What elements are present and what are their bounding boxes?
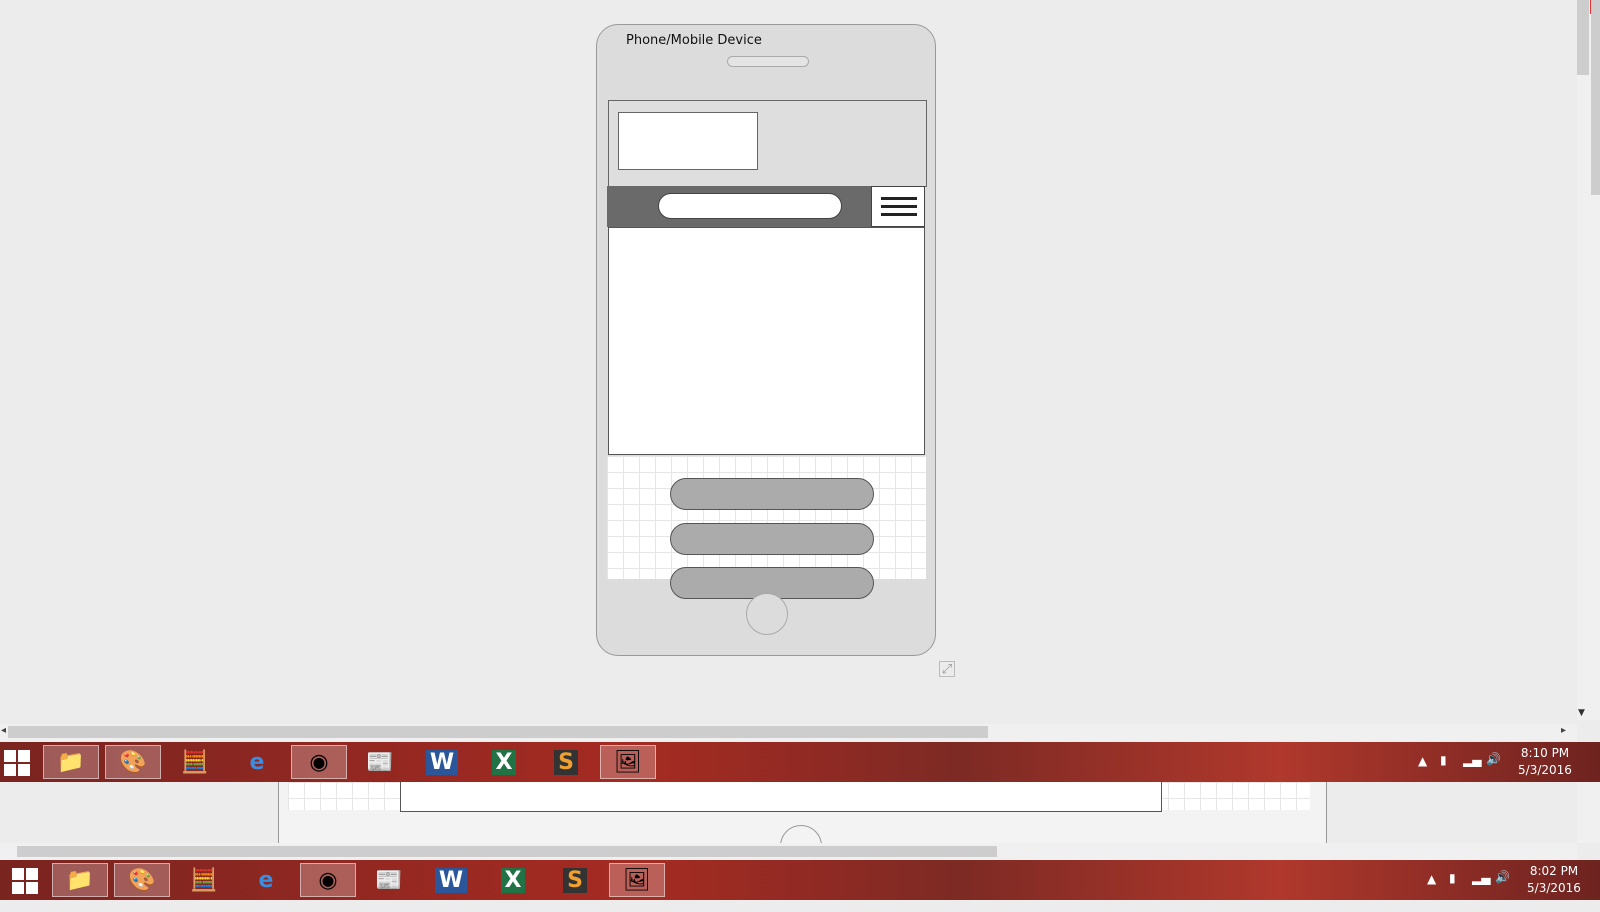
scroll-left-arrow-icon[interactable]: ◂	[1, 725, 7, 736]
taskbar-clock[interactable]: 8:02 PM 5/3/2016	[1524, 863, 1584, 897]
photo-viewer-icon[interactable]: 🖼	[609, 863, 665, 897]
signal-icon[interactable]: ▂▄	[1472, 871, 1491, 885]
background-content-box	[400, 782, 1162, 812]
excel-icon[interactable]: X	[485, 863, 541, 897]
phone-home-button	[746, 593, 788, 635]
calculator-icon[interactable]: 🧮	[181, 749, 209, 775]
volume-icon[interactable]: 🔊	[1495, 870, 1510, 884]
windows-start-icon[interactable]	[4, 750, 30, 776]
horizontal-scroll-thumb[interactable]	[8, 726, 988, 738]
clock-date: 5/3/2016	[1527, 881, 1581, 895]
taskbar-top: 📁 🎨 🧮 e ◉ 📰 W X S 🖼 ▲ ▮ ▂▄ 🔊 8:10 PM 5/3…	[0, 742, 1600, 782]
device-label: Phone/Mobile Device	[626, 33, 762, 48]
mockup-button-1[interactable]	[670, 478, 874, 510]
news-reader-icon[interactable]: 📰	[366, 749, 394, 775]
news-reader-icon[interactable]: 📰	[375, 867, 403, 893]
network-icon[interactable]: ▮	[1440, 753, 1447, 767]
volume-icon[interactable]: 🔊	[1486, 752, 1501, 766]
background-scroll-thumb[interactable]	[17, 846, 997, 857]
hamburger-menu-icon[interactable]	[871, 186, 925, 227]
background-vertical-scrollbar[interactable]	[1577, 782, 1600, 843]
windows-start-icon[interactable]	[12, 868, 38, 894]
logo-placeholder[interactable]	[618, 112, 758, 170]
excel-icon[interactable]: X	[476, 745, 532, 779]
vertical-scroll-thumb[interactable]	[1577, 0, 1589, 75]
horizontal-scrollbar[interactable]: ◂ ▸	[0, 724, 1577, 741]
photo-viewer-icon[interactable]: 🖼	[600, 745, 656, 779]
show-hidden-icons-icon[interactable]: ▲	[1427, 872, 1437, 886]
internet-explorer-icon[interactable]: e	[249, 749, 265, 775]
clock-time: 8:10 PM	[1520, 746, 1570, 760]
paint-icon[interactable]: 🎨	[114, 863, 170, 897]
mockup-button-2[interactable]	[670, 523, 874, 555]
signal-icon[interactable]: ▂▄	[1463, 753, 1482, 767]
word-icon[interactable]: W	[423, 863, 479, 897]
scroll-right-arrow-icon[interactable]: ▸	[1561, 725, 1567, 736]
phone-speaker	[727, 56, 809, 67]
resize-handle-icon[interactable]: ⤢	[939, 661, 955, 677]
scroll-down-arrow-icon[interactable]: ▼	[1578, 708, 1585, 718]
outer-scroll-thumb[interactable]	[1591, 0, 1600, 195]
chrome-icon[interactable]: ◉	[300, 863, 356, 897]
show-hidden-icons-icon[interactable]: ▲	[1418, 754, 1428, 768]
background-horizontal-scrollbar[interactable]	[0, 843, 1577, 860]
search-field-shape[interactable]	[658, 193, 842, 219]
sublime-text-icon[interactable]: S	[538, 745, 594, 779]
taskbar-clock[interactable]: 8:10 PM 5/3/2016	[1515, 745, 1575, 779]
internet-explorer-icon[interactable]: e	[258, 867, 274, 893]
taskbar-bottom: 📁 🎨 🧮 e ◉ 📰 W X S 🖼 ▲ ▮ ▂▄ 🔊 8:02 PM 5/3…	[0, 860, 1600, 900]
file-explorer-icon[interactable]: 📁	[52, 863, 108, 897]
clock-date: 5/3/2016	[1518, 763, 1572, 777]
network-icon[interactable]: ▮	[1449, 871, 1456, 885]
chrome-icon[interactable]: ◉	[291, 745, 347, 779]
button-grid-area	[607, 456, 926, 579]
file-explorer-icon[interactable]: 📁	[43, 745, 99, 779]
content-placeholder[interactable]	[608, 227, 925, 455]
calculator-icon[interactable]: 🧮	[190, 867, 218, 893]
word-icon[interactable]: W	[414, 745, 470, 779]
clock-time: 8:02 PM	[1529, 864, 1579, 878]
vertical-scrollbar[interactable]: ▼	[1577, 0, 1600, 720]
paint-icon[interactable]: 🎨	[105, 745, 161, 779]
sublime-text-icon[interactable]: S	[547, 863, 603, 897]
